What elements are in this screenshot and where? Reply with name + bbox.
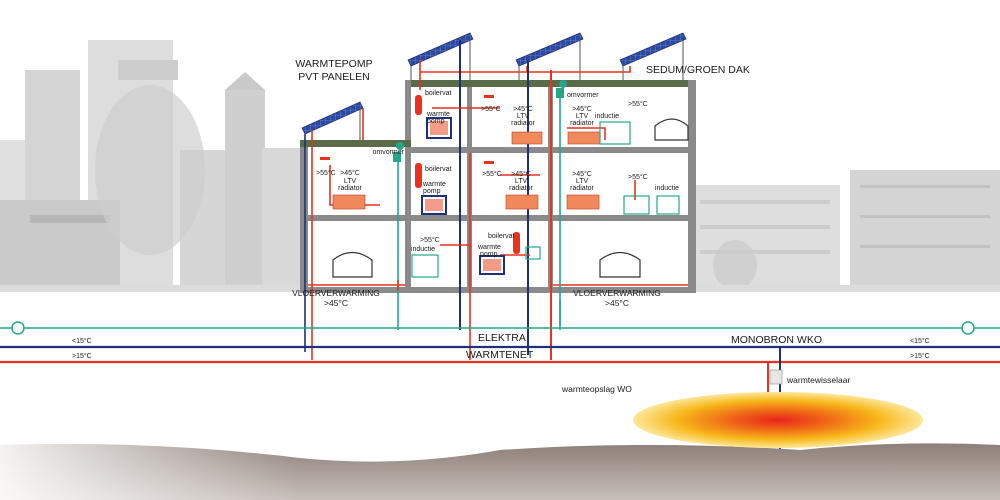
label-t55-5: >55°C (628, 173, 648, 181)
label-warmtepomp-2b: pomp (423, 188, 441, 195)
label-gt15-left: >15°C (72, 352, 92, 360)
heat-storage-zone (633, 392, 923, 448)
label-lt15-left: <15°C (72, 337, 92, 345)
label-omvormer-1: omvormer (372, 149, 404, 156)
label-ltv-2: LTV (517, 113, 530, 120)
label-warmtewisselaar: warmtewisselaar (786, 375, 850, 385)
label-vloer-right-temp: >45°C (605, 298, 629, 308)
label-radiator-3: radiator (570, 120, 594, 127)
label-t45-1: >45°C (340, 169, 360, 177)
label-t55-3: >55°C (482, 170, 502, 178)
label-warmteopslag: warmteopslag WO (561, 384, 632, 394)
label-pvt-panelen: PVT PANELEN (298, 71, 369, 83)
label-radiator-5: radiator (570, 185, 594, 192)
label-boilervat-2: boilervat (425, 166, 452, 173)
pvt-panel-1 (302, 102, 363, 145)
label-t45-3: >45°C (572, 105, 592, 113)
label-radiator-4: radiator (509, 185, 533, 192)
label-vloer-left: VLOERVERWARMING (292, 288, 380, 298)
label-warmtepomp-1b: pomp (427, 118, 445, 125)
label-warmtepomp-1a: warmte (426, 111, 450, 118)
label-warmtepomp-3b: pomp (480, 251, 498, 258)
heat-exchanger-icon (770, 370, 782, 384)
label-boilervat-1: boilervat (425, 90, 452, 97)
label-t45-2: >45°C (513, 105, 533, 113)
label-t45-5: >45°C (572, 170, 592, 178)
label-ltv-5: LTV (576, 178, 589, 185)
pvt-panel-3 (516, 33, 583, 80)
label-vloer-right: VLOERVERWARMING (573, 288, 661, 298)
label-inductie-1: inductie (595, 113, 619, 120)
label-boilervat-3: boilervat (488, 233, 515, 240)
label-t45-4: >45°C (511, 170, 531, 178)
label-warmtepomp-2a: warmte (422, 181, 446, 188)
label-inductie-2: inductie (655, 185, 679, 192)
label-t55-2: >55°C (481, 105, 501, 113)
pvt-panel-2 (408, 33, 473, 80)
label-warmtepomp: WARMTEPOMP (295, 58, 372, 70)
label-monobron: MONOBRON WKO (731, 334, 822, 346)
label-radiator-2: radiator (511, 120, 535, 127)
label-omvormer-2: omvormer (567, 92, 599, 99)
label-radiator-1: radiator (338, 185, 362, 192)
label-elektra: ELEKTRA (478, 332, 526, 344)
label-t55-1: >55°C (316, 169, 336, 177)
label-ltv-4: LTV (515, 178, 528, 185)
label-ltv-3: LTV (576, 113, 589, 120)
label-warmtenet: WARMTENET (466, 349, 534, 361)
ac-symbol-left (12, 322, 24, 334)
label-ltv-1: LTV (344, 178, 357, 185)
label-t55-4: >55°C (628, 100, 648, 108)
label-gt15-right: >15°C (910, 352, 930, 360)
label-lt15-right: <15°C (910, 337, 930, 345)
label-warmtepomp-3a: warmte (477, 244, 501, 251)
label-sedum: SEDUM/GROEN DAK (646, 64, 750, 76)
label-t55-6: >55°C (420, 236, 440, 244)
ac-symbol-right (962, 322, 974, 334)
label-vloer-left-temp: >45°C (324, 298, 348, 308)
label-inductie-3: inductie (411, 246, 435, 253)
